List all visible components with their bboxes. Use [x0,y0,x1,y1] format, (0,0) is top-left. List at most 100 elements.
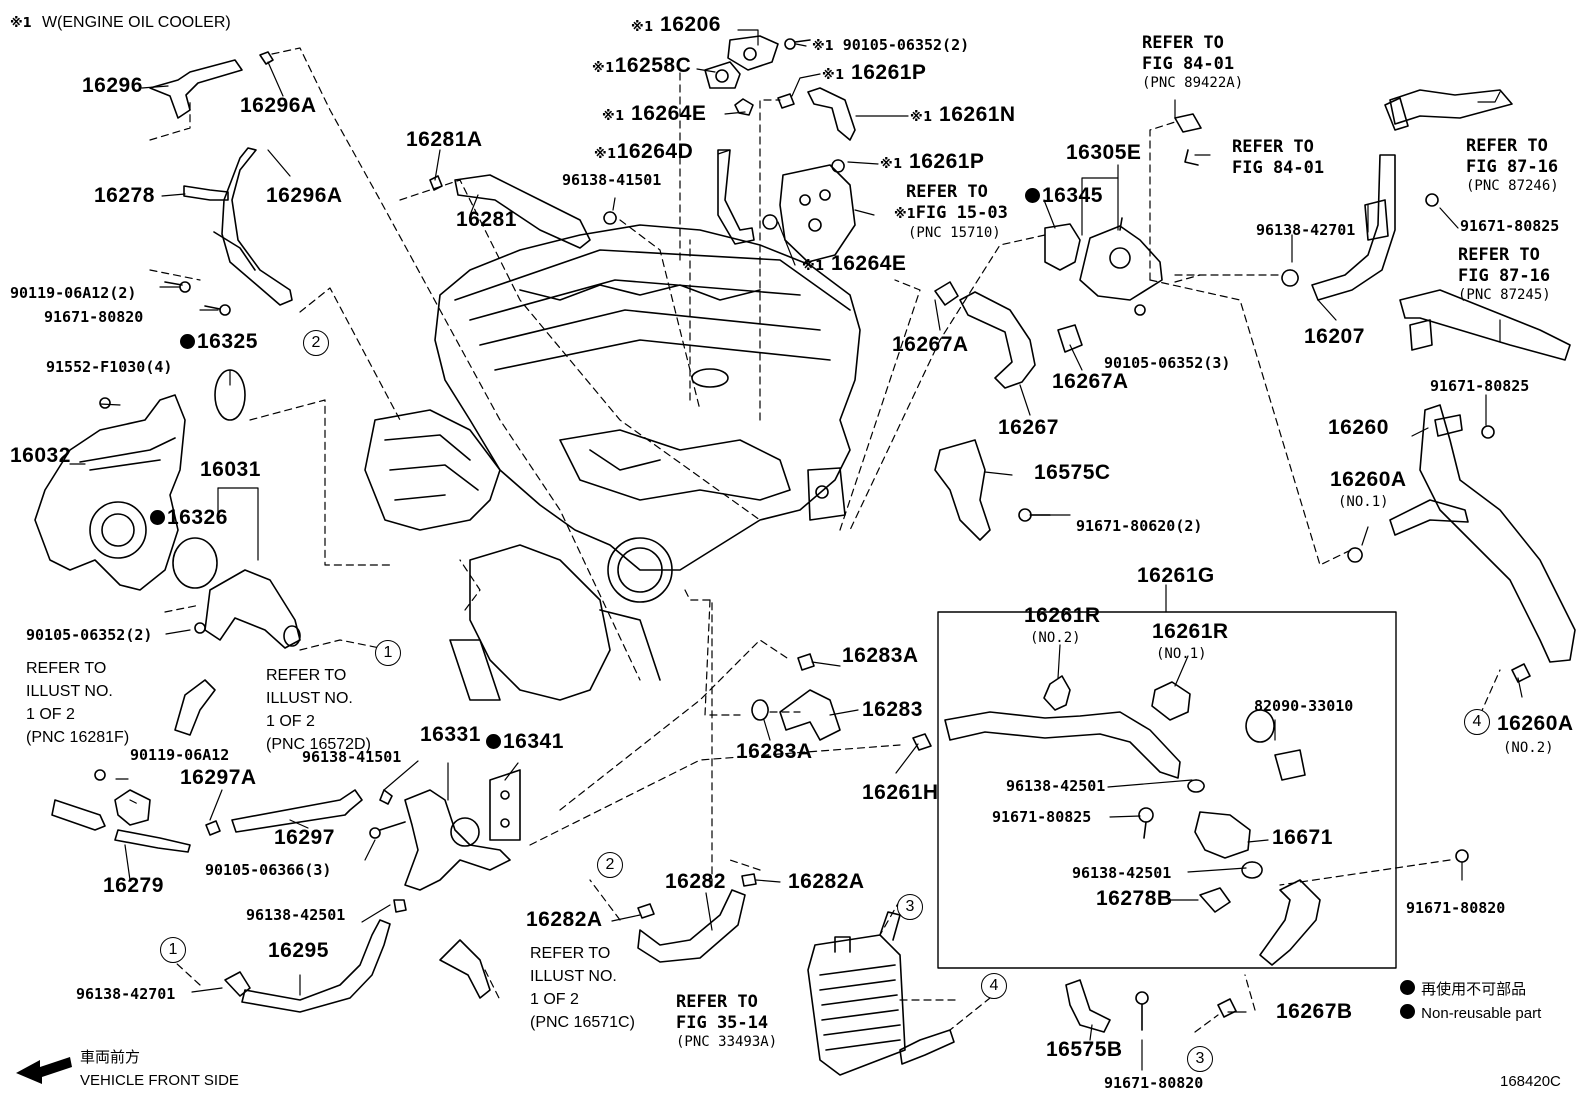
direction-label-en: VEHICLE FRONT SIDE [80,1072,239,1089]
part-label-16261G: 16261G [1137,564,1215,587]
reference-fig-84-01-pnc-89422A[interactable]: REFER TO FIG 84-01 (PNC 89422A) [1142,33,1244,91]
part-label-90105-06352-2-left: 90105-06352(2) [26,626,153,644]
thermostat-housing-drawing [204,569,301,649]
part-label-16325: 16325 [180,331,258,352]
part-label-16283: 16283 [862,698,923,721]
header-note: ※1 W(ENGINE OIL COOLER) [10,12,231,34]
part-label-96138-42701-left: 96138-42701 [76,985,176,1003]
legend-jp: 再使用不可部品 [1400,980,1526,1000]
part-label-91671-80825-box: 91671-80825 [992,808,1092,826]
part-label-16282A: 16282A [788,870,865,893]
part-label-91671-80825-second: 91671-80825 [1430,377,1530,395]
hose-16278B-drawing [1259,879,1321,966]
reference-illust-pnc-16281F[interactable]: REFER TO ILLUST NO. 1 OF 2 (PNC 16281F) [26,660,130,746]
legend-en: Non-reusable part [1400,1004,1541,1024]
bracket-16575C-drawing [934,439,991,541]
part-label-16575B: 16575B [1046,1038,1123,1061]
part-label-96138-41501-left: 96138-41501 [302,748,402,766]
part-label-16258C: ※116258C [592,54,692,77]
part-label-16575C: 16575C [1034,461,1111,484]
part-label-16260A-no1: 16260A [1330,468,1407,491]
part-label-16282A-second: 16282A [526,908,603,931]
part-label-91671-80820-right: 91671-80820 [1406,899,1506,917]
part-label-16283A-second: 16283A [736,740,813,763]
part-label-16282: 16282 [665,870,726,893]
part-label-82090-33010: 82090-33010 [1254,697,1354,715]
hose-87246-drawing [1389,89,1513,125]
part-label-91671-80825: 91671-80825 [1460,217,1560,235]
direction-label-jp: 車両前方 [80,1049,141,1066]
part-label-16297: 16297 [274,826,335,849]
illustration-id: 168420C [1500,1073,1561,1090]
part-label-96138-42701-right: 96138-42701 [1256,221,1356,239]
part-label-16261H: 16261H [862,781,939,804]
part-label-16345: 16345 [1025,185,1103,206]
hose-16267-drawing [959,291,1036,389]
part-label-16281A: 16281A [406,128,483,151]
part-label-16267A: 16267A [892,333,969,356]
part-label-16341: 16341 [486,731,564,752]
part-label-16261R-no2: 16261R [1024,604,1101,627]
part-label-16305E: 16305E [1066,141,1142,164]
reference-fig-15-03[interactable]: REFER TO ※1FIG 15-03 (PNC 15710) [894,182,1008,241]
hose-16260-drawing [1419,404,1576,663]
part-label-16278B: 16278B [1096,887,1173,910]
part-label-16326: 16326 [150,507,228,528]
reference-fig-87-16-pnc-87246[interactable]: REFER TO FIG 87-16 (PNC 87246) [1466,136,1559,194]
connection-marker-4: 4 [981,973,1007,999]
part-label-90105-06352-2-top: ※1 90105-06352(2) [812,36,970,54]
part-label-16207: 16207 [1304,325,1365,348]
assembly-frame-16261G [937,611,1397,969]
part-label-16295: 16295 [268,939,329,962]
part-label-16260A-no2: 16260A [1497,712,1574,735]
part-label-16032: 16032 [10,444,71,467]
part-label-16260A-no1-note: (NO.1) [1338,494,1389,510]
part-label-16261R-no1: 16261R [1152,620,1229,643]
part-label-16278: 16278 [94,184,155,207]
part-label-16267: 16267 [998,416,1059,439]
reference-fig-84-01[interactable]: REFER TO FIG 84-01 [1232,137,1325,178]
part-label-16279: 16279 [103,874,164,897]
connection-marker-4-second: 4 [1464,709,1490,735]
reference-fig-35-14[interactable]: REFER TO FIG 35-14 (PNC 33493A) [676,992,778,1050]
part-label-16331: 16331 [420,723,481,746]
hose-16283-drawing [779,689,841,741]
connection-marker-3: 3 [897,894,923,920]
part-label-16264E: ※1 16264E [602,102,707,125]
part-label-16264E-second: ※1 16264E [802,252,907,275]
front-direction-arrow [16,1057,72,1084]
connection-marker-1: 1 [375,640,401,666]
gasket-16345-drawing [1044,223,1081,271]
water-pump-drawing [34,394,186,591]
reference-fig-87-16-pnc-87245[interactable]: REFER TO FIG 87-16 (PNC 87245) [1458,245,1551,303]
connection-marker-1-second: 1 [160,937,186,963]
part-label-16671: 16671 [1272,826,1333,849]
hose-16282-drawing [637,889,746,963]
part-label-16283A: 16283A [842,644,919,667]
water-inlet-drawing [404,789,511,891]
part-label-91552-F1030-4: 91552-F1030(4) [46,358,173,376]
header-mark: ※1 [10,16,32,31]
part-label-16296A-second: 16296A [266,184,343,207]
part-label-90119-06A12: 90119-06A12 [130,746,230,764]
reference-illust-pnc-16572D[interactable]: REFER TO ILLUST NO. 1 OF 2 (PNC 16572D) [266,667,371,753]
part-label-16031: 16031 [200,458,261,481]
sensor-16671-drawing [1194,811,1251,859]
hose-16296-drawing [149,59,243,119]
part-label-16297A: 16297A [180,766,257,789]
part-label-91671-80620-2: 91671-80620(2) [1076,517,1203,535]
oil-cooler-drawing [807,934,906,1076]
reference-illust-pnc-16571C[interactable]: REFER TO ILLUST NO. 1 OF 2 (PNC 16571C) [530,945,635,1031]
part-label-16267B: 16267B [1276,1000,1353,1023]
part-label-16296: 16296 [82,74,143,97]
hose-16295-drawing [241,919,391,1013]
engine-block-drawing [364,224,861,701]
connection-marker-2: 2 [303,330,329,356]
connection-marker-2-second: 2 [597,852,623,878]
hose-16261G-drawing [944,711,1181,779]
part-label-91671-80820: 91671-80820 [44,308,144,326]
part-label-16260A-no2-note: (NO.2) [1503,740,1554,756]
part-label-90105-06352-3: 90105-06352(3) [1104,354,1231,372]
